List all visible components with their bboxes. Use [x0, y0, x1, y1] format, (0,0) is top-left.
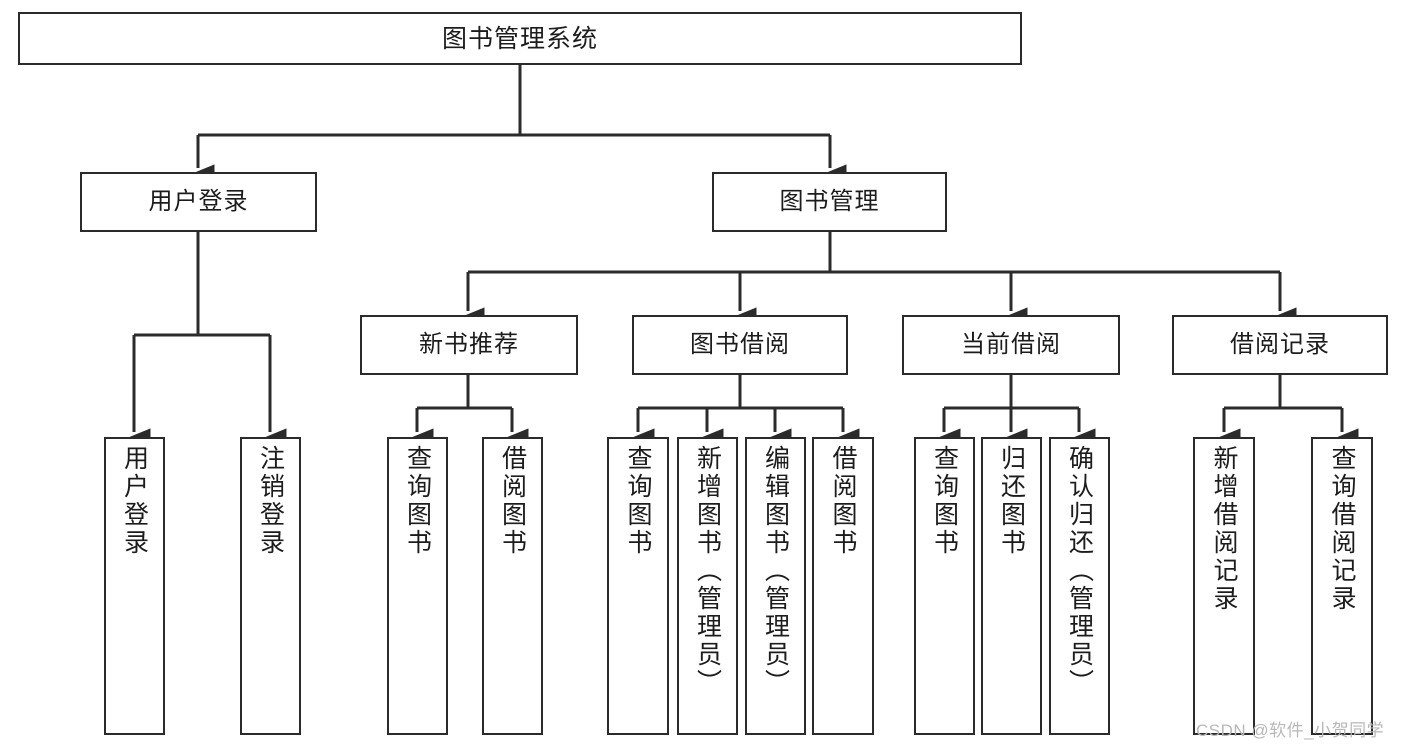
leaf-user-login-0[interactable]: 用户登录: [104, 437, 165, 735]
node-book-borrow[interactable]: 图书借阅: [632, 315, 848, 375]
leaf-borrow-record-1[interactable]: 查询借阅记录: [1311, 437, 1373, 735]
leaf-book-borrow-1[interactable]: 新增图书（管理员）: [677, 437, 738, 735]
leaf-label: 借阅图书: [498, 445, 527, 557]
leaf-label: 确认归还（管理员）: [1065, 445, 1094, 697]
node-current-borrow[interactable]: 当前借阅: [902, 315, 1120, 375]
leaf-new-book-rec-1[interactable]: 借阅图书: [482, 437, 543, 735]
leaf-label: 查询图书: [930, 445, 959, 557]
leaf-borrow-record-0[interactable]: 新增借阅记录: [1193, 437, 1255, 735]
leaf-label: 用户登录: [120, 445, 149, 557]
leaf-label: 查询图书: [403, 445, 432, 557]
leaf-label: 新增图书（管理员）: [693, 445, 722, 697]
leaf-user-login-1[interactable]: 注销登录: [240, 437, 301, 735]
leaf-book-borrow-0[interactable]: 查询图书: [607, 437, 669, 735]
leaf-book-borrow-3[interactable]: 借阅图书: [812, 437, 874, 735]
leaf-label: 编辑图书（管理员）: [761, 445, 790, 697]
leaf-current-borrow-0[interactable]: 查询图书: [914, 437, 975, 735]
node-user-login[interactable]: 用户登录: [80, 172, 317, 232]
csdn-watermark: CSDN @软件_小贺同学: [1196, 721, 1385, 740]
node-new-book-recommend[interactable]: 新书推荐: [360, 315, 578, 375]
leaf-label: 归还图书: [997, 445, 1026, 557]
node-book-manage[interactable]: 图书管理: [712, 172, 947, 232]
leaf-new-book-rec-0[interactable]: 查询图书: [387, 437, 448, 735]
leaf-current-borrow-2[interactable]: 确认归还（管理员）: [1049, 437, 1110, 735]
leaf-label: 注销登录: [256, 445, 285, 557]
leaf-label: 新增借阅记录: [1210, 445, 1238, 613]
node-borrow-record[interactable]: 借阅记录: [1172, 315, 1388, 375]
leaf-label: 查询图书: [624, 445, 652, 557]
leaf-label: 查询借阅记录: [1328, 445, 1356, 613]
leaf-current-borrow-1[interactable]: 归还图书: [981, 437, 1042, 735]
node-root[interactable]: 图书管理系统: [18, 12, 1022, 65]
leaf-label: 借阅图书: [829, 445, 857, 557]
leaf-book-borrow-2[interactable]: 编辑图书（管理员）: [745, 437, 806, 735]
